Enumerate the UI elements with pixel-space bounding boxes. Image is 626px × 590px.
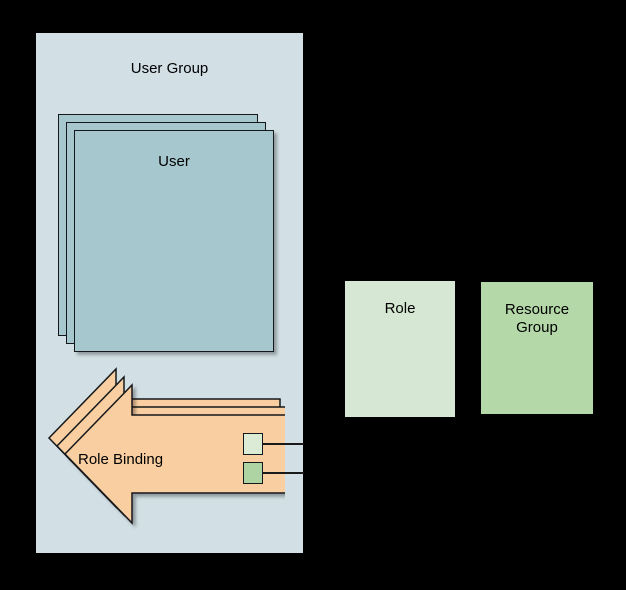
role-box[interactable] — [345, 281, 455, 417]
role-binding-shape[interactable] — [45, 365, 297, 535]
role-binding-arrow-svg — [47, 367, 297, 525]
user-card[interactable] — [74, 130, 274, 352]
connector-role-binding-to-role — [262, 443, 304, 446]
resource-group-box[interactable] — [481, 282, 593, 414]
resource-group-indicator-square[interactable] — [243, 462, 263, 484]
role-indicator-square[interactable] — [243, 433, 263, 455]
connector-role-binding-to-resource-group — [262, 472, 304, 475]
role-binding-arrow-front[interactable] — [63, 383, 297, 525]
